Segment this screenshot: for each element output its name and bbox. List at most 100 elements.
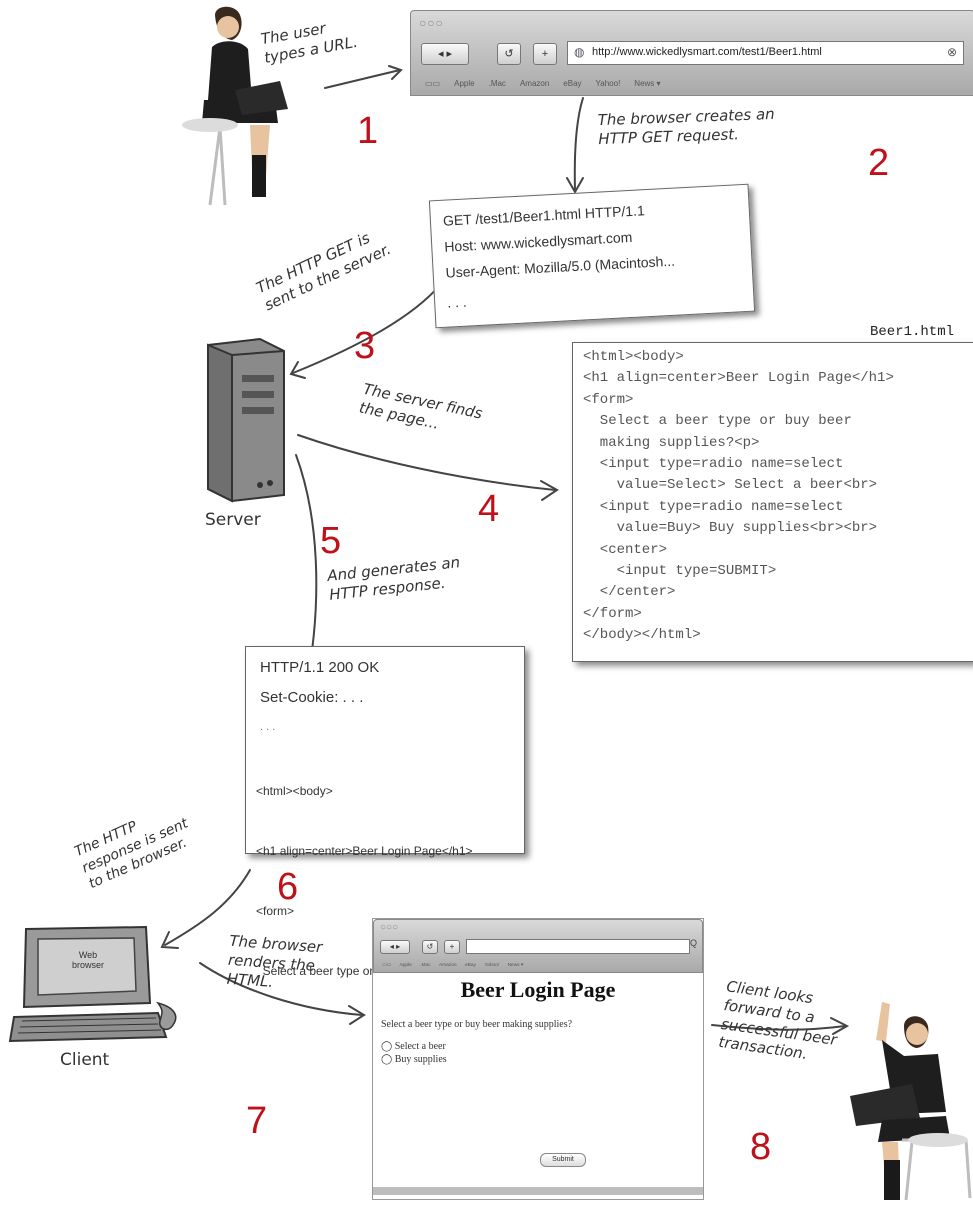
code-line: Select a beer type or buy beer xyxy=(583,413,852,430)
request-user-agent: User-Agent: Mozilla/5.0 (Macintosh... xyxy=(445,252,676,281)
request-host: Host: www.wickedlysmart.com xyxy=(443,228,633,255)
address-url: http://www.wickedlysmart.com/test1/Beer1… xyxy=(592,46,822,58)
screen-line: Web xyxy=(78,950,98,960)
radio-label: Select a beer xyxy=(394,1041,446,1052)
code-line: <input type=radio name=select xyxy=(583,456,844,473)
back-forward-button[interactable]: ◂ ▸ xyxy=(421,43,469,65)
browser-window-top: ○○○ ◂ ▸ ↺ + ◍ http://www.wickedlysmart.c… xyxy=(410,10,973,96)
back-forward-button[interactable]: ◂ ▸ xyxy=(380,940,410,954)
arrow-browser-to-request xyxy=(573,97,584,191)
bookmark-item[interactable]: eBay xyxy=(464,961,476,967)
request-line: GET /test1/Beer1.html HTTP/1.1 xyxy=(442,202,646,229)
bookmark-item[interactable]: Apple xyxy=(399,961,412,967)
bookmark-item[interactable]: News ▾ xyxy=(634,79,661,88)
file-code: <html><body> <h1 align=center>Beer Login… xyxy=(583,347,894,647)
response-line: <html><body> xyxy=(256,784,333,798)
browser-window-rendered: ○○○ ◂ ▸ ↺ + Q ▭▭ Apple .Mac Amazon eBay Yahoo… xyxy=(372,918,704,1200)
client-label: Client xyxy=(60,1050,110,1070)
code-line: value=Buy> Buy supplies<br><br> xyxy=(583,520,878,537)
step-number-7: 7 xyxy=(246,1100,268,1142)
radio-select-beer[interactable]: ◯ Select a beer xyxy=(381,1041,446,1052)
step-number-5: 5 xyxy=(320,520,342,562)
rendered-page-title: Beer Login Page xyxy=(460,977,616,1002)
address-bar[interactable] xyxy=(466,939,690,954)
arrow-server-to-response xyxy=(295,454,318,666)
submit-button[interactable]: Submit xyxy=(540,1153,586,1167)
bookmarks-bar: ▭▭ Apple .Mac Amazon eBay Yahoo! News ▾ xyxy=(382,958,532,969)
window-controls-icon: ○○○ xyxy=(419,16,444,30)
note-browser-renders: The browser renders the HTML. xyxy=(226,932,323,995)
step-number-1: 1 xyxy=(357,110,379,152)
code-line: <input type=radio name=select xyxy=(583,498,844,515)
response-cookie: Set-Cookie: . . . xyxy=(260,689,364,706)
response-status: HTTP/1.1 200 OK xyxy=(260,659,380,676)
reload-button[interactable]: ↺ xyxy=(422,940,438,954)
code-line: </center> xyxy=(583,584,676,601)
step-number-8: 8 xyxy=(750,1126,772,1168)
book-icon[interactable]: ▭▭ xyxy=(382,961,392,967)
server-icon xyxy=(207,337,285,503)
code-line: </form> xyxy=(583,605,642,622)
web-browser-screen-label: Web browser xyxy=(62,950,114,970)
bookmark-item[interactable]: Yahoo! xyxy=(484,961,500,967)
bookmark-item[interactable]: News ▾ xyxy=(507,961,524,967)
search-icon[interactable]: Q xyxy=(690,938,698,948)
bookmark-item[interactable]: .Mac xyxy=(488,79,506,88)
arrow-user-to-browser xyxy=(324,69,401,89)
globe-icon: ◍ xyxy=(574,45,585,59)
status-bar xyxy=(373,1187,703,1195)
radio-button-icon[interactable]: ◯ xyxy=(381,1041,393,1052)
http-get-request: GET /test1/Beer1.html HTTP/1.1 Host: www… xyxy=(428,183,756,329)
response-ellipsis: . . . xyxy=(260,721,276,733)
step-number-3: 3 xyxy=(354,325,376,367)
request-ellipsis: . . . xyxy=(446,293,468,311)
rendered-question: Select a beer type or buy beer making su… xyxy=(381,1019,573,1030)
arrow-server-to-file xyxy=(297,434,556,491)
file-name-label: Beer1.html xyxy=(870,324,955,340)
add-bookmark-button[interactable]: + xyxy=(533,43,557,65)
arrow-response-to-client xyxy=(164,869,251,946)
code-line: value=Select> Select a beer<br> xyxy=(583,477,878,494)
step-number-2: 2 xyxy=(868,142,890,184)
reload-button[interactable]: ↺ xyxy=(497,43,521,65)
window-controls-icon: ○○○ xyxy=(380,922,399,933)
arrow-client-to-rendered xyxy=(199,962,363,1016)
radio-label: Buy supplies xyxy=(394,1054,447,1065)
screen-line: browser xyxy=(71,960,104,970)
radio-buy-supplies[interactable]: ◯ Buy supplies xyxy=(381,1054,447,1065)
bookmarks-bar: ▭▭ Apple .Mac Amazon eBay Yahoo! News ▾ xyxy=(425,73,675,91)
bookmark-item[interactable]: Amazon xyxy=(438,961,457,967)
bookmark-item[interactable]: .Mac xyxy=(420,961,431,967)
step-number-4: 4 xyxy=(478,488,500,530)
bookmark-item[interactable]: Apple xyxy=(454,79,475,88)
add-bookmark-button[interactable]: + xyxy=(444,940,460,954)
client-computer-icon xyxy=(8,925,177,1043)
code-line: <form> xyxy=(583,391,634,408)
happy-user-with-laptop xyxy=(850,1002,972,1201)
bookmark-item[interactable]: Amazon xyxy=(519,79,550,88)
bookmark-item[interactable]: Yahoo! xyxy=(595,79,621,88)
radio-button-icon[interactable]: ◯ xyxy=(381,1054,393,1065)
address-bar[interactable]: ◍ http://www.wickedlysmart.com/test1/Bee… xyxy=(567,41,964,65)
server-label: Server xyxy=(205,510,261,530)
response-line: <h1 align=center>Beer Login Page</h1> xyxy=(256,844,473,858)
bookmark-item[interactable]: eBay xyxy=(563,79,582,88)
code-line: <h1 align=center>Beer Login Page</h1> xyxy=(583,370,894,387)
step-number-6: 6 xyxy=(277,866,299,908)
code-line: <html><body> xyxy=(583,349,684,365)
beer1-html-file: <html><body> <h1 align=center>Beer Login… xyxy=(572,342,973,662)
book-icon[interactable]: ▭▭ xyxy=(425,79,441,88)
arrow-request-to-server xyxy=(292,284,441,374)
response-line: <form> xyxy=(256,904,295,918)
code-line: making supplies?<p> xyxy=(583,434,760,451)
code-line: </body></html> xyxy=(583,627,701,644)
rendered-toolbar: ○○○ ◂ ▸ ↺ + Q ▭▭ Apple .Mac Amazon eBay Yahoo… xyxy=(373,919,703,973)
stop-icon[interactable]: ⊗ xyxy=(946,45,957,59)
code-line: <input type=SUBMIT> xyxy=(583,563,777,580)
arrow-rendered-to-user xyxy=(711,1024,846,1031)
code-line: <center> xyxy=(583,541,668,558)
note-browser-creates-get: The browser creates an HTTP GET request. xyxy=(597,105,775,149)
note-client-looks-forward: Client looks forward to a successful bee… xyxy=(717,977,843,1067)
user-with-laptop xyxy=(182,6,288,206)
